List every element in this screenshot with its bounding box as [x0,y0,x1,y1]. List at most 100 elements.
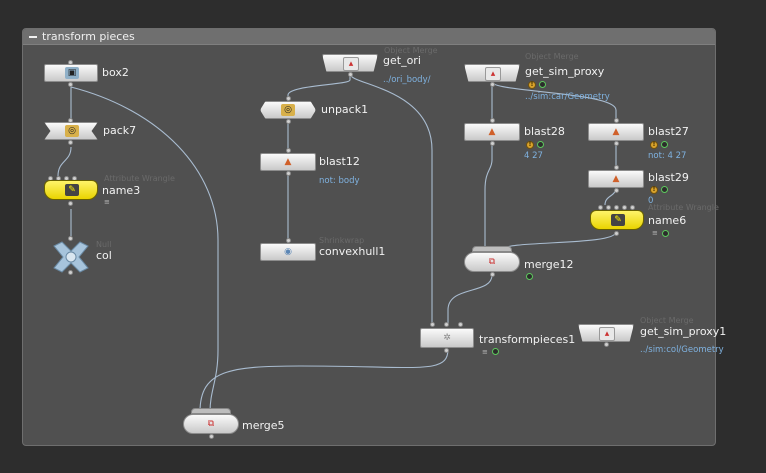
node-type: Attribute Wrangle [104,174,175,183]
ok-badge-icon [492,348,499,355]
box-icon: ▣ [65,67,79,79]
node-param: not: 4 27 [648,151,687,161]
output-port[interactable] [490,82,495,87]
node-name[interactable]: merge12 [524,258,574,271]
merge-inputs-bar[interactable] [191,408,231,414]
node-type: Shrinkwrap [319,236,365,245]
display-flag-icon: ≡ [652,229,658,237]
input-port[interactable] [606,205,611,210]
display-flag-icon: ≡ [482,348,488,356]
merge-icon: ⧉ [207,419,215,429]
network-box-title: transform pieces [42,30,135,43]
node-body[interactable] [464,123,520,141]
node-type: Object Merge [384,46,438,55]
warning-badge-icon[interactable]: ! [650,141,658,149]
node-name[interactable]: box2 [102,66,129,79]
output-port[interactable] [286,119,291,124]
output-port[interactable] [490,272,495,277]
node-body[interactable] [420,328,474,348]
output-port[interactable] [348,72,353,77]
input-port[interactable] [286,96,291,101]
node-param: ../ori_body/ [383,75,431,85]
node-body[interactable] [260,153,316,171]
node-param: ../sim:col/Geometry [640,345,724,355]
node-name[interactable]: blast28 [524,125,565,138]
node-name[interactable]: unpack1 [321,103,369,116]
warning-badge-icon[interactable]: ! [526,141,534,149]
output-port[interactable] [68,270,73,275]
output-port[interactable] [490,141,495,146]
merge-inputs-bar[interactable] [472,246,512,252]
node-name[interactable]: pack7 [103,124,137,137]
input-port[interactable] [614,205,619,210]
output-port[interactable] [68,201,73,206]
collapse-icon[interactable] [29,36,37,38]
input-port[interactable] [614,118,619,123]
blast-icon: ▲ [612,174,620,184]
node-type: Object Merge [640,316,694,325]
node-name[interactable]: get_ori [383,54,421,67]
unpack-icon: ◎ [281,104,295,116]
input-port[interactable] [490,118,495,123]
input-port[interactable] [622,205,627,210]
object-merge-icon: ▴ [343,57,359,71]
input-port[interactable] [598,205,603,210]
object-merge-icon: ▴ [599,327,615,341]
node-name[interactable]: merge5 [242,419,285,432]
output-port[interactable] [614,188,619,193]
output-port[interactable] [209,434,214,439]
node-body[interactable] [260,243,316,261]
output-port[interactable] [286,171,291,176]
node-name[interactable]: blast29 [648,171,689,184]
output-port[interactable] [444,348,449,353]
input-port[interactable] [614,165,619,170]
wrangle-icon: ✎ [65,184,79,196]
input-port[interactable] [630,205,635,210]
pack-icon: ◎ [65,125,79,137]
input-port[interactable] [430,322,435,327]
node-name[interactable]: transformpieces1 [479,333,576,346]
output-port[interactable] [604,342,609,347]
ok-badge-icon [661,186,668,193]
wrangle-icon: ✎ [611,214,625,226]
node-type: Attribute Wrangle [648,203,719,212]
node-param: 4 27 [524,151,543,161]
node-param: 0 [648,196,654,206]
node-name[interactable]: blast27 [648,125,689,138]
node-param: not: body [319,176,360,186]
warning-badge-icon[interactable]: ! [528,81,536,89]
node-name[interactable]: name6 [648,214,687,227]
input-port[interactable] [458,322,463,327]
node-name[interactable]: col [96,249,112,262]
node-name[interactable]: get_sim_proxy [525,65,605,78]
ok-badge-icon [661,141,668,148]
input-port[interactable] [286,238,291,243]
node-param: ../sim:car/Geometry [525,92,610,102]
transform-pieces-icon: ✲ [443,333,451,343]
object-merge-icon: ▴ [485,67,501,81]
shrinkwrap-icon: ◉ [284,247,292,257]
output-port[interactable] [614,231,619,236]
warning-badge-icon[interactable]: ! [650,186,658,194]
input-port[interactable] [68,236,73,241]
node-body[interactable] [588,170,644,188]
node-name[interactable]: convexhull1 [319,245,386,258]
ok-badge-icon [662,230,669,237]
node-name[interactable]: blast12 [319,155,360,168]
node-name[interactable]: name3 [102,184,141,197]
blast-icon: ▲ [488,127,496,137]
output-port[interactable] [68,140,73,145]
output-port[interactable] [68,82,73,87]
network-box-header[interactable]: transform pieces [23,29,715,45]
merge-icon: ⧉ [488,257,496,267]
output-port[interactable] [614,141,619,146]
ok-badge-icon [537,141,544,148]
network-box[interactable]: transform pieces [22,28,716,446]
input-port[interactable] [286,148,291,153]
node-name[interactable]: get_sim_proxy1 [640,325,727,338]
input-port[interactable] [444,322,449,327]
node-body[interactable] [464,252,520,272]
blast-icon: ▲ [284,157,292,167]
node-body[interactable] [183,414,239,434]
node-body[interactable] [588,123,644,141]
